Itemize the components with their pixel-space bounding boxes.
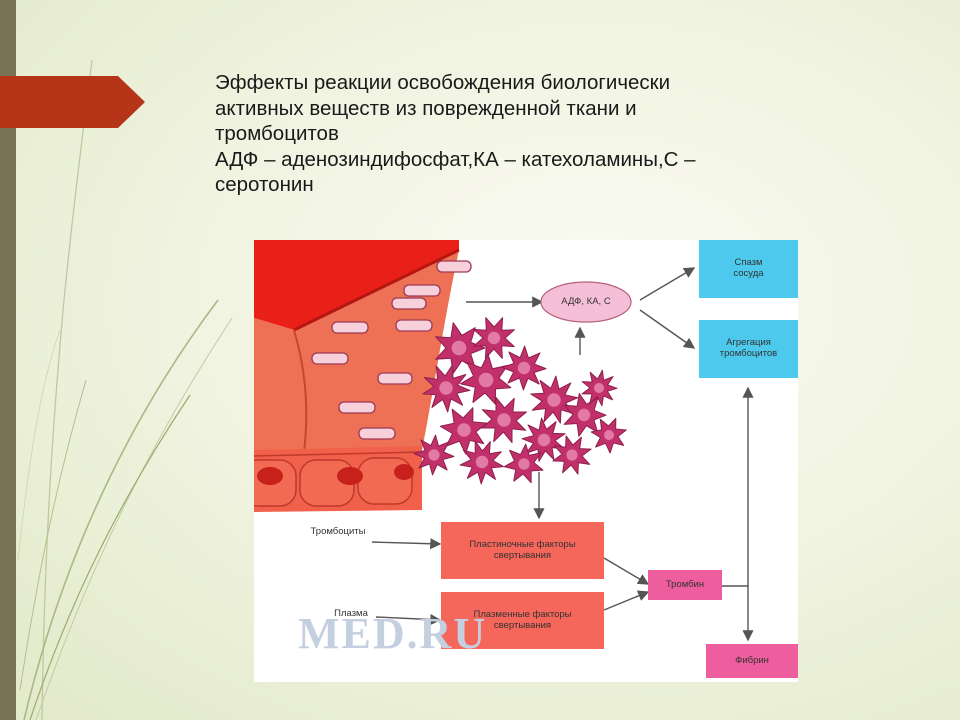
- fibrin-box: [706, 644, 798, 678]
- thrombin-box: [648, 570, 722, 600]
- platelet-granule: [518, 458, 530, 470]
- title-line: Эффекты реакции освобождения биологическ…: [215, 71, 671, 94]
- platelet-granule: [594, 383, 604, 393]
- title-line: серотонин: [215, 173, 314, 196]
- endothelial-cells: [254, 457, 414, 507]
- aggregation-label: Агрегация тромбоцитов: [719, 337, 778, 359]
- spasm-box: [699, 240, 798, 298]
- diagram-graphics: [254, 240, 798, 678]
- aggregation-box: [699, 320, 798, 378]
- title-line: АДФ – аденозиндифосфат,КА – катехоламины…: [215, 147, 696, 171]
- blood-layer: [254, 240, 459, 330]
- platelet-granule: [457, 423, 471, 437]
- watermark-text: MED.RU: [298, 609, 488, 658]
- platelet-granule: [497, 413, 511, 427]
- title-line: тромбоцитов: [215, 122, 339, 145]
- left-accent-bar: [0, 0, 16, 720]
- plasma-label: Плазма: [334, 608, 368, 619]
- platelet-granule: [451, 340, 467, 356]
- plasma-factors-box: [441, 592, 604, 649]
- platelets-label: Тромбоциты: [310, 526, 366, 537]
- hemostasis-diagram: MED.RU АДФ, КА, С Спазм сосуда Агрегация…: [254, 240, 798, 682]
- platelet-granule: [439, 381, 453, 395]
- fibrin-label: Фибрин: [735, 655, 769, 666]
- platelet-granule: [487, 331, 501, 345]
- flow-arrows: [371, 267, 754, 642]
- platelet-granule: [566, 449, 578, 461]
- mediators-ellipse: [540, 281, 632, 323]
- platelet-granule: [517, 361, 531, 375]
- platelet-cluster: [413, 317, 627, 485]
- collagen-fibers: [311, 260, 472, 440]
- thrombin-label: Тромбин: [665, 579, 705, 590]
- mediators-label: АДФ, КА, С: [561, 296, 611, 307]
- platelet-factors-box: [441, 522, 604, 579]
- platelet-granule: [577, 408, 591, 422]
- platelet-granule: [547, 393, 561, 407]
- plasma-factors-label: Плазменные факторы свертывания: [473, 609, 572, 631]
- spasm-label: Спазм сосуда: [733, 257, 764, 279]
- platelet-factors-label: Пластиночные факторы свертывания: [469, 539, 576, 561]
- platelet-granule: [537, 433, 551, 447]
- title-arrow-tab: [0, 76, 145, 128]
- slide-title: Эффекты реакции освобождения биологическ…: [215, 70, 855, 198]
- platelet-granule: [478, 372, 494, 388]
- platelet-granule: [475, 455, 489, 469]
- platelet-granule: [428, 449, 440, 461]
- platelet-granule: [604, 430, 614, 440]
- title-line: активных веществ из поврежденной ткани и: [215, 96, 637, 120]
